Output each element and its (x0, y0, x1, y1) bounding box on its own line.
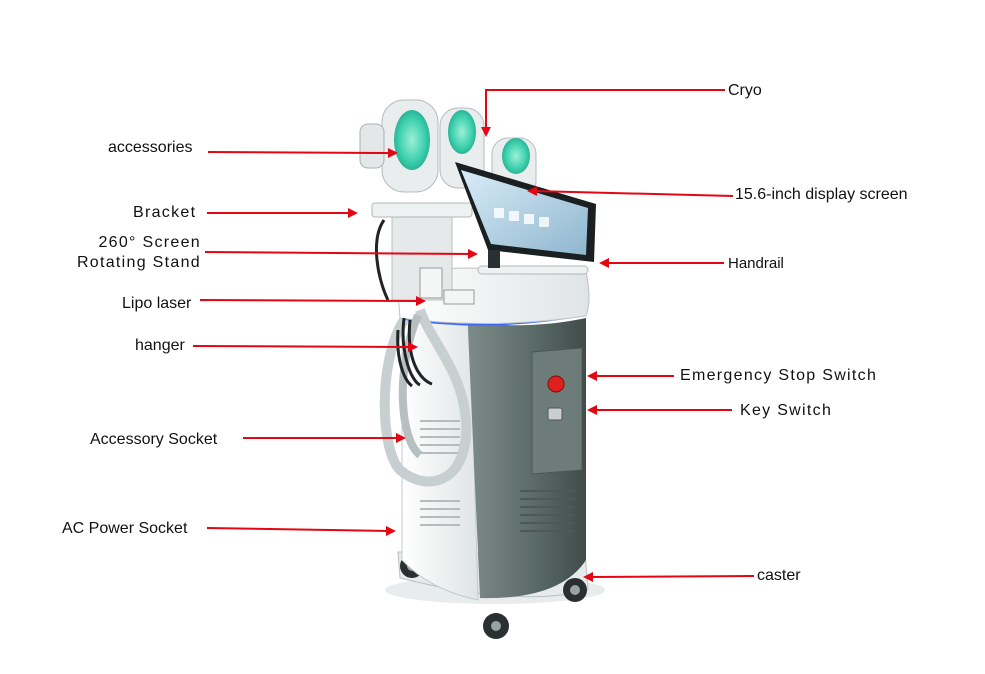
arrowhead-icon (408, 342, 418, 352)
arrow-cryo (485, 89, 725, 130)
emergency-stop-button (547, 375, 565, 393)
label-hanger: hanger (135, 337, 185, 354)
label-key-switch: Key Switch (740, 402, 833, 419)
vent-grille (420, 420, 460, 526)
arrow-hanger (192, 345, 413, 348)
arrowhead-icon (396, 433, 406, 443)
label-caster: caster (757, 567, 801, 584)
label-accessories: accessories (108, 139, 193, 156)
arrowhead-icon (348, 208, 358, 218)
handrail (477, 265, 589, 275)
arrowhead-icon (583, 572, 593, 582)
arrow-caster (589, 575, 755, 578)
leader-lines (192, 89, 755, 578)
hose (398, 313, 423, 459)
label-rotating-stand-line2: Rotating Stand (76, 254, 201, 271)
arrowhead-icon (388, 148, 398, 158)
arrowhead-icon (527, 186, 537, 196)
display-screen (455, 162, 596, 268)
label-bracket: Bracket (133, 204, 197, 221)
cables (396, 317, 433, 388)
cryo-handles (359, 99, 537, 199)
arrowhead-icon (481, 127, 491, 137)
arrow-accessories (207, 151, 393, 154)
label-ac-power-socket: AC Power Socket (62, 520, 188, 537)
arrowhead-icon (599, 258, 609, 268)
arrow-display (533, 190, 734, 197)
lipo-laser-pad (443, 289, 475, 305)
lipo-laser-pad (419, 267, 443, 299)
arrowhead-icon (348, 127, 609, 582)
arrowhead-icon (468, 249, 478, 259)
label-emergency-stop: Emergency Stop Switch (680, 367, 878, 384)
cable-left (374, 219, 390, 301)
label-lipo-laser: Lipo laser (122, 295, 192, 312)
bracket (371, 202, 473, 218)
key-switch (547, 407, 563, 421)
arrowhead-icon (416, 296, 426, 306)
label-handrail: Handrail (728, 255, 784, 272)
arrow-lipo-laser (199, 299, 421, 302)
arrowhead-icon (386, 526, 396, 536)
arrow-rotating-stand (204, 251, 473, 255)
label-cryo: Cryo (728, 82, 762, 99)
label-display-screen: 15.6-inch display screen (735, 186, 908, 203)
arrowhead-icon (587, 371, 597, 381)
arrowhead-icon (587, 405, 597, 415)
hose (379, 308, 472, 487)
arrow-ac-power (206, 527, 391, 532)
label-rotating-stand-line1: 260° Screen (98, 234, 201, 251)
front-vents (520, 490, 575, 532)
label-accessory-socket: Accessory Socket (90, 431, 218, 448)
